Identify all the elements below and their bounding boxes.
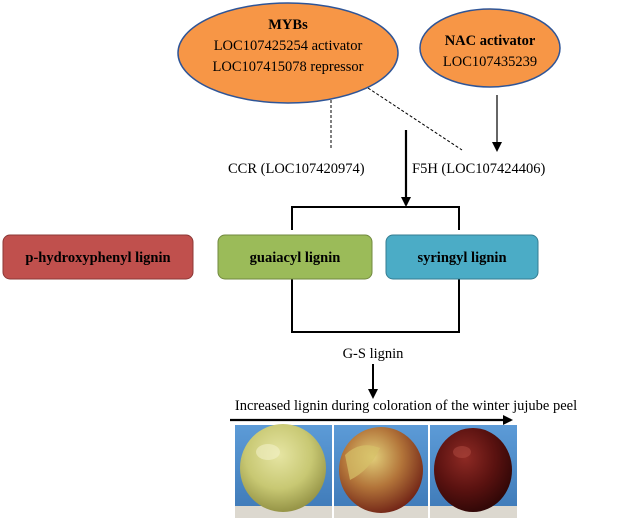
gs-lignin-label: G-S lignin bbox=[343, 346, 405, 362]
mybs-repressor-label: LOC107415078 repressor bbox=[212, 59, 363, 75]
g-lignin-box: guaiacyl lignin bbox=[217, 234, 373, 280]
mybs-to-f5h-dashed-line bbox=[367, 87, 463, 151]
mybs-node: MYBs LOC107425254 activator LOC107415078… bbox=[177, 2, 399, 104]
ccr-gene-label: CCR (LOC107420974) bbox=[228, 161, 365, 177]
mybs-activator-label: LOC107425254 activator bbox=[214, 38, 363, 54]
f5h-gene-label: F5H (LOC107424406) bbox=[412, 161, 545, 177]
s-lignin-label: syringyl lignin bbox=[417, 250, 506, 266]
half-red-jujube-photo bbox=[334, 425, 428, 518]
h-lignin-label: p-hydroxyphenyl lignin bbox=[25, 250, 170, 266]
nac-title: NAC activator bbox=[445, 33, 536, 49]
g-lignin-label: guaiacyl lignin bbox=[250, 250, 341, 266]
coloration-label: Increased lignin during coloration of th… bbox=[235, 398, 577, 414]
nac-node: NAC activator LOC107435239 bbox=[419, 8, 561, 88]
red-jujube-photo bbox=[430, 425, 517, 518]
nac-gene-label: LOC107435239 bbox=[443, 54, 537, 70]
h-lignin-box: p-hydroxyphenyl lignin bbox=[2, 234, 194, 280]
s-lignin-box: syringyl lignin bbox=[385, 234, 539, 280]
mybs-title: MYBs bbox=[268, 17, 308, 33]
green-jujube-photo bbox=[235, 424, 332, 518]
bracket-bottom bbox=[291, 276, 460, 333]
bracket-top bbox=[291, 206, 460, 230]
